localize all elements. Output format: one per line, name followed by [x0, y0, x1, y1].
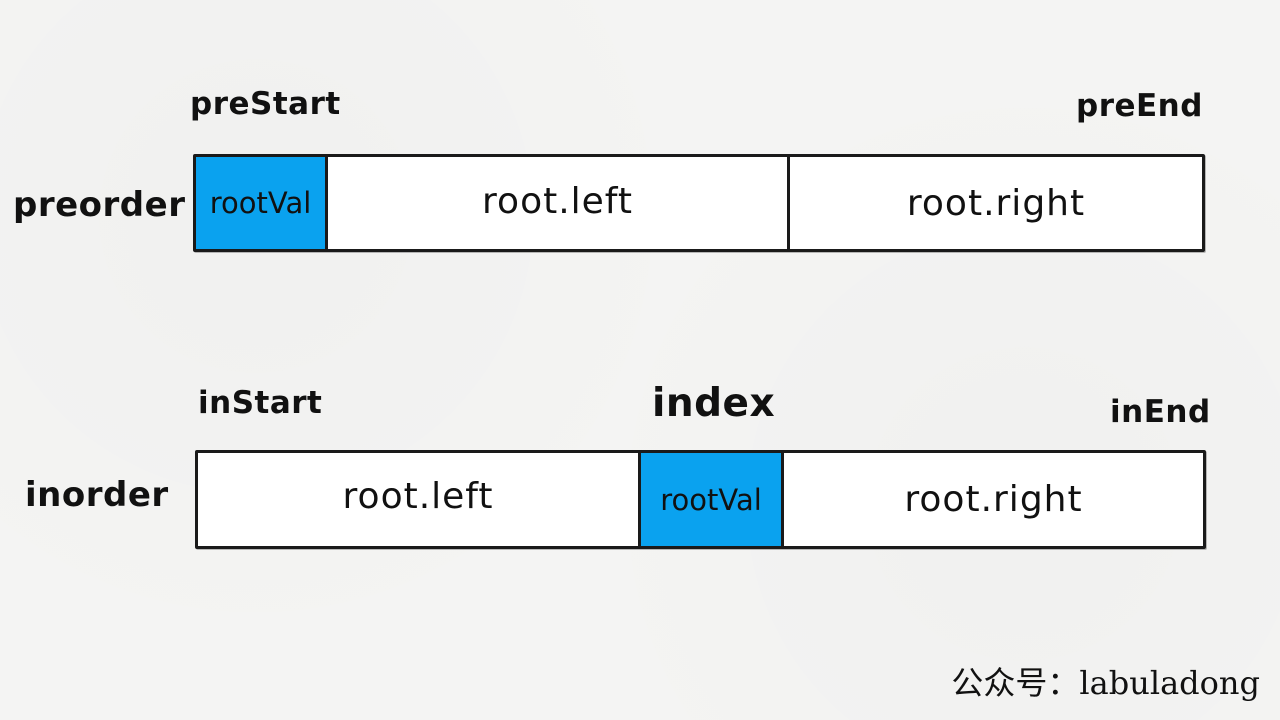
index-label: index [652, 381, 776, 426]
pre-start-label: preStart [190, 86, 341, 122]
inorder-row-label: inorder [25, 475, 169, 515]
inorder-array-bar: root.left rootVal root.right [195, 450, 1206, 549]
preorder-right-subtree-segment: root.right [906, 182, 1086, 224]
inorder-left-subtree-segment: root.left [342, 476, 494, 517]
inorder-right-subtree-segment: root.right [904, 479, 1083, 520]
preorder-divider-1 [325, 154, 328, 252]
in-start-label: inStart [198, 385, 323, 421]
watermark-text: 公众号：labuladong [951, 664, 1260, 702]
preorder-root-val-segment: rootVal [196, 157, 325, 249]
in-end-label: inEnd [1110, 394, 1211, 430]
inorder-divider-1 [638, 450, 641, 549]
preorder-row-label: preorder [13, 185, 186, 225]
inorder-divider-2 [781, 450, 784, 549]
preorder-divider-2 [787, 154, 790, 252]
pre-end-label: preEnd [1076, 88, 1203, 124]
inorder-root-val-segment: rootVal [641, 453, 781, 546]
preorder-left-subtree-segment: root.left [482, 180, 633, 222]
preorder-array-bar: rootVal root.left root.right [193, 154, 1205, 252]
